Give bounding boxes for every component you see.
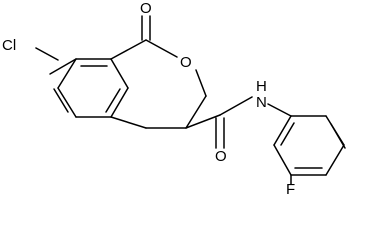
n-aryl-bond	[267, 103, 292, 117]
bond	[325, 144, 345, 176]
bond-to-amide-carbon	[185, 114, 221, 129]
amide-oxygen-label: O	[215, 148, 227, 165]
carbonyl-oxygen-label: O	[140, 0, 152, 17]
fluorine-label: F	[286, 181, 295, 198]
bond	[57, 87, 77, 118]
bond	[53, 88, 69, 113]
bond	[57, 58, 77, 89]
bond	[195, 69, 207, 97]
bond	[185, 95, 207, 129]
bond	[110, 116, 147, 129]
chlorine-label: Cl	[2, 37, 16, 54]
bond	[273, 144, 292, 176]
bond	[145, 39, 178, 58]
chemical-structure-diagram: Cl O O O N H F	[2, 0, 346, 198]
bond	[110, 58, 129, 89]
bond	[49, 58, 77, 75]
fluorophenyl-ring	[273, 115, 346, 176]
lactone-ring	[110, 39, 207, 129]
amide-nitrogen-label: N	[256, 94, 267, 111]
bond	[273, 115, 292, 146]
bond	[280, 122, 295, 146]
amide-c-n-bond	[219, 96, 253, 116]
benzo-ring	[49, 58, 129, 118]
bond	[110, 87, 129, 118]
ring-oxygen-label: O	[180, 54, 192, 71]
amide-hydrogen-label: H	[256, 78, 267, 95]
bond	[330, 123, 346, 149]
bond-to-chlorine	[35, 47, 59, 61]
bond	[105, 88, 121, 113]
bond	[110, 39, 147, 60]
